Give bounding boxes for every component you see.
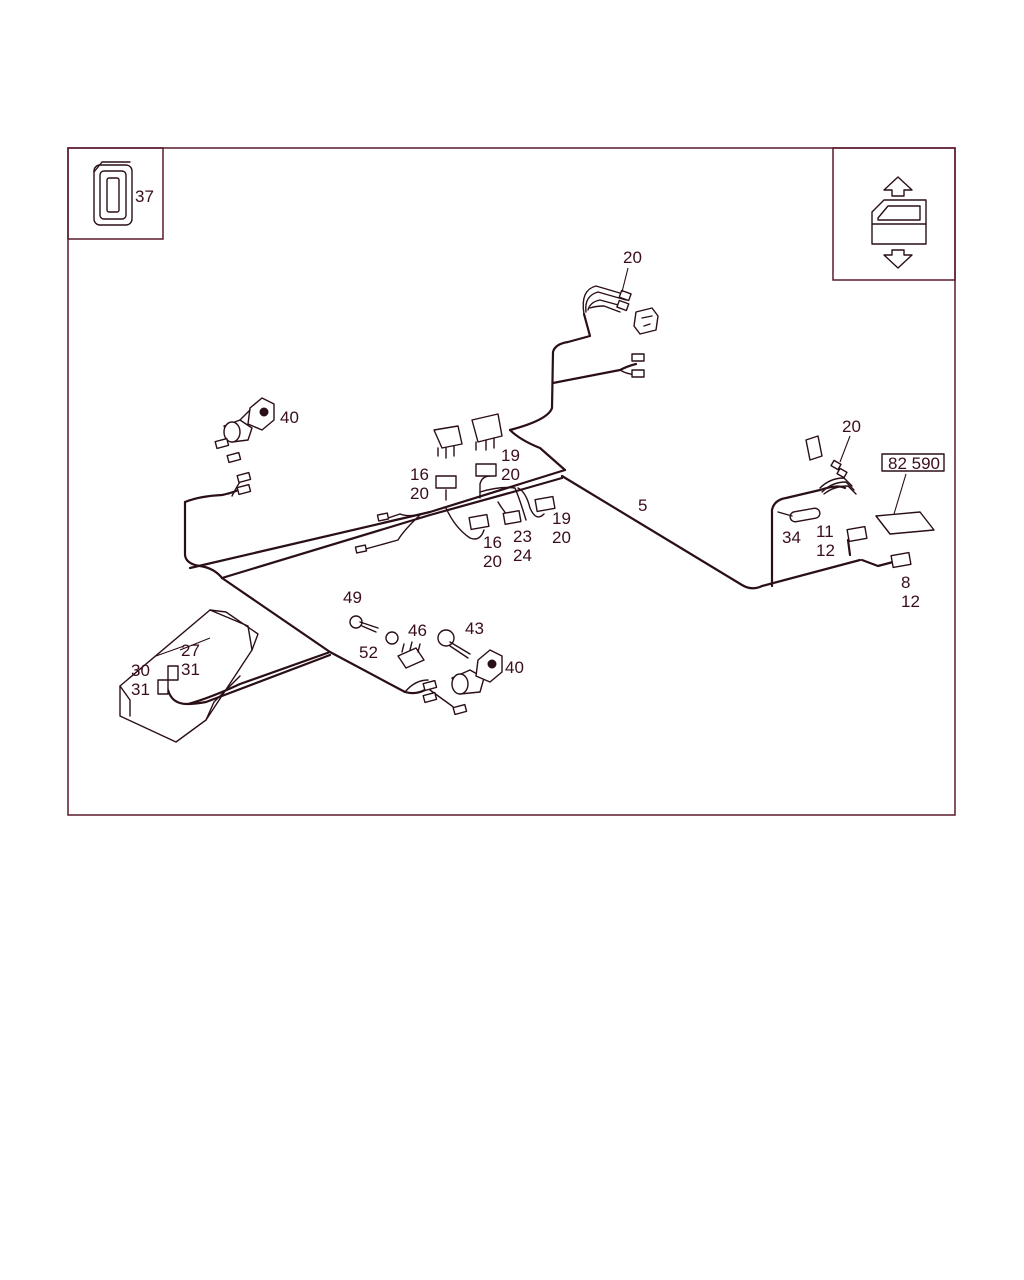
door-panel xyxy=(119,609,259,743)
callout-31-a: 31 xyxy=(181,660,200,679)
callout-20-right: 20 xyxy=(842,417,861,436)
callout-5: 5 xyxy=(638,496,647,515)
relay-left xyxy=(433,425,463,489)
callout-11: 11 xyxy=(816,522,834,541)
callout-20-b: 20 xyxy=(501,465,520,484)
callout-52: 52 xyxy=(359,643,378,662)
right-switch-assembly: 82 590 xyxy=(777,435,945,569)
callout-43: 43 xyxy=(465,619,484,638)
callout-20-c: 20 xyxy=(552,528,571,547)
callout-20-top: 20 xyxy=(623,248,642,267)
callout-19-b: 19 xyxy=(552,509,571,528)
callout-24: 24 xyxy=(513,546,532,565)
window-motor-left: 40 xyxy=(214,397,299,496)
window-motor-bottom xyxy=(422,649,503,716)
branch-wires xyxy=(231,369,641,712)
callout-20-a: 20 xyxy=(410,484,429,503)
inset-callout-37: 37 xyxy=(135,187,154,206)
callout-46: 46 xyxy=(408,621,427,640)
relay-right xyxy=(471,413,503,477)
window-up-down-icon xyxy=(832,147,956,281)
diagram-frame xyxy=(67,147,956,816)
callout-40-left: 40 xyxy=(280,408,299,427)
inset-switch-cover: 37 xyxy=(67,147,164,240)
callout-16-b: 16 xyxy=(483,533,502,552)
callout-49: 49 xyxy=(343,588,362,607)
callout-31-b: 31 xyxy=(131,680,150,699)
fastener-group xyxy=(349,615,471,669)
callout-30: 30 xyxy=(131,661,150,680)
callout-19-a: 19 xyxy=(501,446,520,465)
callout-23: 23 xyxy=(513,527,532,546)
callout-16-a: 16 xyxy=(410,465,429,484)
callout-40-bottom: 40 xyxy=(505,658,524,677)
callout-8: 8 xyxy=(901,573,910,592)
callout-20-d: 20 xyxy=(483,552,502,571)
connector-middle-group xyxy=(354,495,556,554)
callout-27: 27 xyxy=(181,641,200,660)
ref-box-82590: 82 590 xyxy=(888,454,940,473)
callout-34: 34 xyxy=(782,528,801,547)
callout-12-a: 12 xyxy=(816,541,835,560)
callout-12-b: 12 xyxy=(901,592,920,611)
top-switch-assembly: 20 xyxy=(582,248,659,378)
